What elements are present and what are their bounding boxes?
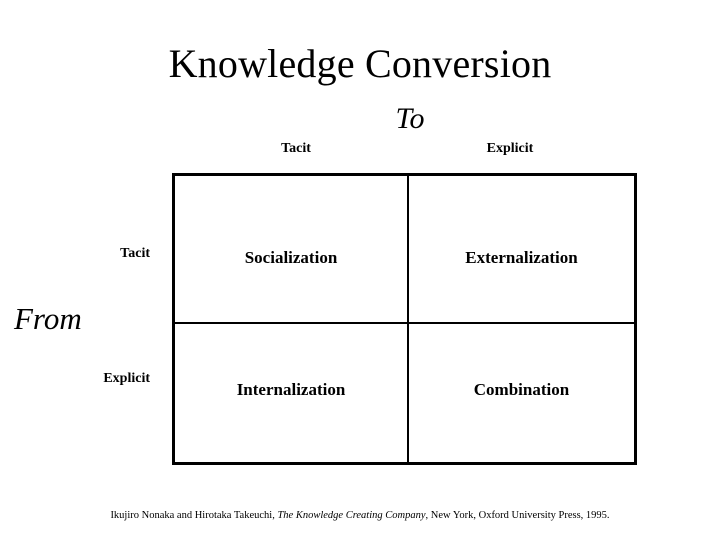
axis-label-to: To [395,102,425,135]
matrix-cell-internalization: Internalization [236,380,346,399]
matrix-vertical-divider [407,176,409,462]
matrix-cell-combination: Combination [473,380,570,399]
matrix-horizontal-divider [175,322,634,324]
citation-publication: , New York, Oxford University Press, 199… [425,510,610,521]
matrix-cell-externalization: Externalization [465,248,578,267]
source-citation: Ikujiro Nonaka and Hirotaka Takeuchi, Th… [0,510,720,522]
citation-book-title: The Knowledge Creating Company [277,510,426,521]
column-header-explicit: Explicit [486,141,534,156]
citation-authors: Ikujiro Nonaka and Hirotaka Takeuchi, [110,510,275,521]
matrix-cell-socialization: Socialization [244,248,338,267]
axis-label-from: From [14,301,82,336]
row-header-explicit: Explicit [103,371,150,386]
knowledge-conversion-matrix: Socialization Externalization Internaliz… [172,173,637,465]
page-title: Knowledge Conversion [168,41,552,86]
column-header-tacit: Tacit [281,141,311,156]
row-header-tacit: Tacit [120,246,150,261]
